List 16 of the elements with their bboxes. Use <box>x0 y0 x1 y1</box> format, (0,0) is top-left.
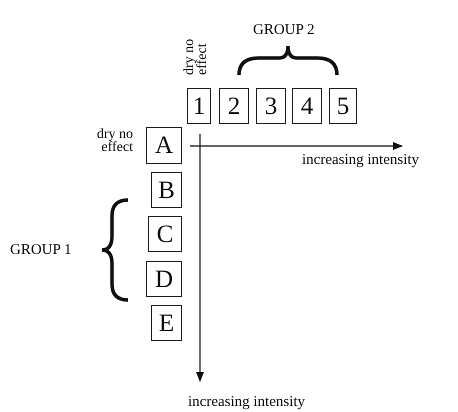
letter-box: 2 <box>219 88 249 124</box>
letter-box: 3 <box>256 88 286 124</box>
axis-label: increasing intensity <box>188 394 306 410</box>
side-label: dry no effect <box>96 128 133 155</box>
letter-box: D <box>146 261 182 297</box>
letter-box: B <box>151 172 182 208</box>
side-label: dry no effect <box>183 38 210 75</box>
letter-box: 1 <box>187 88 211 124</box>
axis-label: GROUP 1 <box>10 242 72 258</box>
letter-box: E <box>151 305 182 341</box>
axis-label: GROUP 2 <box>253 22 315 38</box>
letter-box: 5 <box>329 88 357 124</box>
letter-box: C <box>148 216 182 252</box>
letter-box: 4 <box>292 88 322 124</box>
axis-label: increasing intensity <box>302 152 420 168</box>
letter-box: A <box>146 127 182 164</box>
